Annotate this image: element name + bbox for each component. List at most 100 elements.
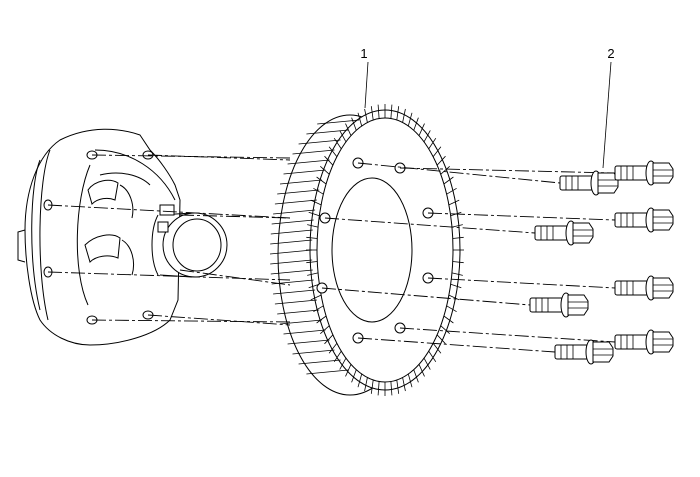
gear-tooth bbox=[306, 236, 318, 239]
gear-tooth bbox=[351, 117, 357, 131]
gear-flank bbox=[298, 139, 341, 145]
gear-flank bbox=[292, 349, 335, 355]
gear-tooth bbox=[377, 381, 380, 396]
gear-tooth bbox=[428, 350, 437, 363]
gear-tooth bbox=[446, 305, 457, 313]
gear-tooth bbox=[306, 261, 318, 264]
gear-tooth bbox=[402, 108, 406, 123]
gear-tooth bbox=[413, 117, 419, 131]
gear-tooth bbox=[339, 357, 347, 370]
gear-tooth bbox=[310, 199, 322, 206]
callout-bolt: 2 bbox=[602, 46, 615, 169]
flange-bolt bbox=[614, 329, 674, 355]
gear-tooth bbox=[307, 224, 319, 228]
gear-teeth bbox=[269, 104, 464, 396]
gear-tooth bbox=[418, 364, 425, 377]
gear-tooth bbox=[333, 137, 342, 150]
gear-tooth bbox=[443, 315, 454, 324]
gear-tooth bbox=[390, 104, 393, 119]
gear-flank bbox=[273, 289, 316, 295]
gear-tooth bbox=[370, 106, 374, 121]
gear-tooth bbox=[423, 130, 431, 143]
gear-flank bbox=[270, 229, 313, 235]
bolt-set bbox=[529, 160, 674, 365]
callout-label-gear: 1 bbox=[360, 46, 367, 61]
gear-flank bbox=[270, 269, 313, 275]
flange-bolt bbox=[614, 207, 674, 233]
gear-flank bbox=[287, 339, 330, 345]
gear-tooth bbox=[339, 130, 347, 143]
gear-tooth bbox=[313, 187, 324, 195]
gear-tooth bbox=[308, 211, 320, 217]
gear-flank bbox=[283, 329, 326, 335]
gear-tooth bbox=[324, 334, 334, 345]
gear-tooth bbox=[436, 155, 446, 166]
gear-flank bbox=[306, 129, 349, 135]
gear-tooth bbox=[324, 155, 334, 166]
gear-tooth bbox=[370, 379, 374, 394]
ring-gear bbox=[269, 104, 464, 396]
gear-tooth bbox=[423, 357, 431, 370]
gear-tooth bbox=[307, 272, 319, 276]
gear-tooth bbox=[448, 199, 460, 206]
gear-flank bbox=[298, 359, 341, 365]
gear-flank bbox=[274, 199, 317, 205]
gear-tooth bbox=[450, 283, 462, 289]
gear-flank bbox=[279, 179, 323, 185]
gear-tooth bbox=[428, 137, 437, 150]
gear-tooth bbox=[364, 108, 368, 123]
gear-tooth bbox=[364, 377, 368, 392]
gear-flank bbox=[306, 369, 349, 375]
gear-tooth bbox=[452, 236, 464, 239]
flange-bolt bbox=[614, 275, 674, 301]
gear-tooth bbox=[432, 343, 442, 354]
gear-flank bbox=[273, 209, 316, 215]
callout-gear: 1 bbox=[360, 46, 369, 109]
gear-tooth bbox=[440, 325, 450, 334]
gear-tooth bbox=[396, 106, 400, 121]
gear-tooth bbox=[396, 379, 400, 394]
gear-tooth bbox=[418, 123, 425, 136]
gear-tooth bbox=[443, 176, 454, 185]
gear-tooth bbox=[432, 146, 442, 157]
gear-tooth bbox=[310, 294, 322, 301]
gear-tooth bbox=[446, 187, 457, 195]
differential-case bbox=[17, 128, 228, 346]
gear-tooth bbox=[448, 294, 460, 301]
flange-bolt bbox=[554, 339, 614, 365]
gear-tooth bbox=[440, 166, 450, 175]
gear-flank bbox=[283, 169, 326, 175]
gear-tooth bbox=[407, 373, 413, 388]
gear-flank bbox=[279, 319, 323, 325]
gear-tooth bbox=[328, 343, 338, 354]
flange-bolt bbox=[559, 170, 619, 196]
flange-bolt bbox=[614, 160, 674, 186]
gear-flank bbox=[270, 259, 313, 265]
callout-label-bolt: 2 bbox=[607, 46, 614, 61]
gear-tooth bbox=[452, 261, 464, 264]
gear-tooth bbox=[316, 176, 327, 185]
alignment-lines bbox=[47, 154, 616, 353]
gear-tooth bbox=[357, 373, 363, 388]
gear-flank bbox=[317, 119, 360, 125]
gear-flank bbox=[292, 149, 335, 155]
gear-tooth bbox=[377, 104, 380, 119]
gear-tooth bbox=[351, 369, 357, 383]
gear-tooth bbox=[451, 272, 463, 276]
flange-bolt bbox=[529, 292, 589, 318]
gear-tooth bbox=[328, 146, 338, 157]
gear-tooth bbox=[316, 315, 327, 324]
gear-tooth bbox=[407, 112, 413, 127]
gear-flank bbox=[277, 189, 320, 195]
gear-tooth bbox=[413, 369, 419, 383]
gear-flank bbox=[274, 299, 317, 305]
gear-tooth bbox=[357, 112, 363, 127]
gear-tooth bbox=[333, 350, 342, 363]
gear-tooth bbox=[451, 224, 463, 228]
gear-flank bbox=[269, 249, 313, 255]
gear-flank bbox=[270, 239, 313, 245]
gear-tooth bbox=[436, 334, 446, 345]
flange-bolt bbox=[534, 220, 594, 246]
gear-flank bbox=[287, 159, 330, 165]
